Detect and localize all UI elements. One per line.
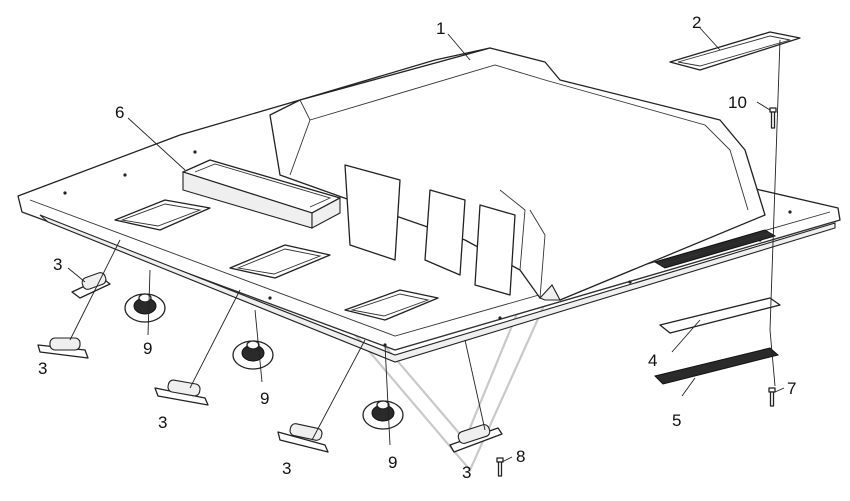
- callout-9-b: 9: [260, 389, 269, 408]
- mounting-bracket-3: [154, 379, 209, 406]
- rubber-mat: [654, 347, 780, 385]
- callout-6: 6: [115, 103, 124, 122]
- callout-2: 2: [692, 13, 701, 32]
- callout-3-c: 3: [158, 413, 167, 432]
- cover-plate: [669, 31, 801, 71]
- mounting-bracket-4: [277, 423, 329, 453]
- callout-10: 10: [728, 93, 747, 112]
- shock-mount-1: [124, 293, 166, 323]
- callout-4: 4: [648, 351, 657, 370]
- callout-3-e: 3: [462, 463, 471, 482]
- mounting-bracket-5: [449, 424, 503, 453]
- callout-8: 8: [516, 447, 525, 466]
- callout-5: 5: [672, 411, 681, 430]
- mounting-bracket-2: [37, 337, 89, 359]
- callout-labels: 1 2 3 3 3 3 3 4 5 6 7 8 9 9 9 10: [38, 13, 796, 482]
- air-duct-channel: [182, 159, 341, 229]
- shock-mount-3: [362, 400, 404, 430]
- callout-3-d: 3: [282, 459, 291, 478]
- screw-7: [768, 387, 776, 407]
- trim-strip: [659, 297, 781, 334]
- screw-8: [496, 457, 504, 477]
- callout-7: 7: [787, 379, 796, 398]
- screw-10: [769, 107, 777, 129]
- callout-9-c: 9: [388, 453, 397, 472]
- shock-mount-2: [232, 340, 274, 370]
- callout-9-a: 9: [143, 339, 152, 358]
- engine-tunnel-cover: [269, 47, 777, 301]
- leader-lines: [67, 27, 785, 463]
- callout-1: 1: [436, 19, 445, 38]
- callout-3-a: 3: [53, 255, 62, 274]
- callout-3-b: 3: [38, 359, 47, 378]
- mounting-bracket-1: [71, 272, 111, 299]
